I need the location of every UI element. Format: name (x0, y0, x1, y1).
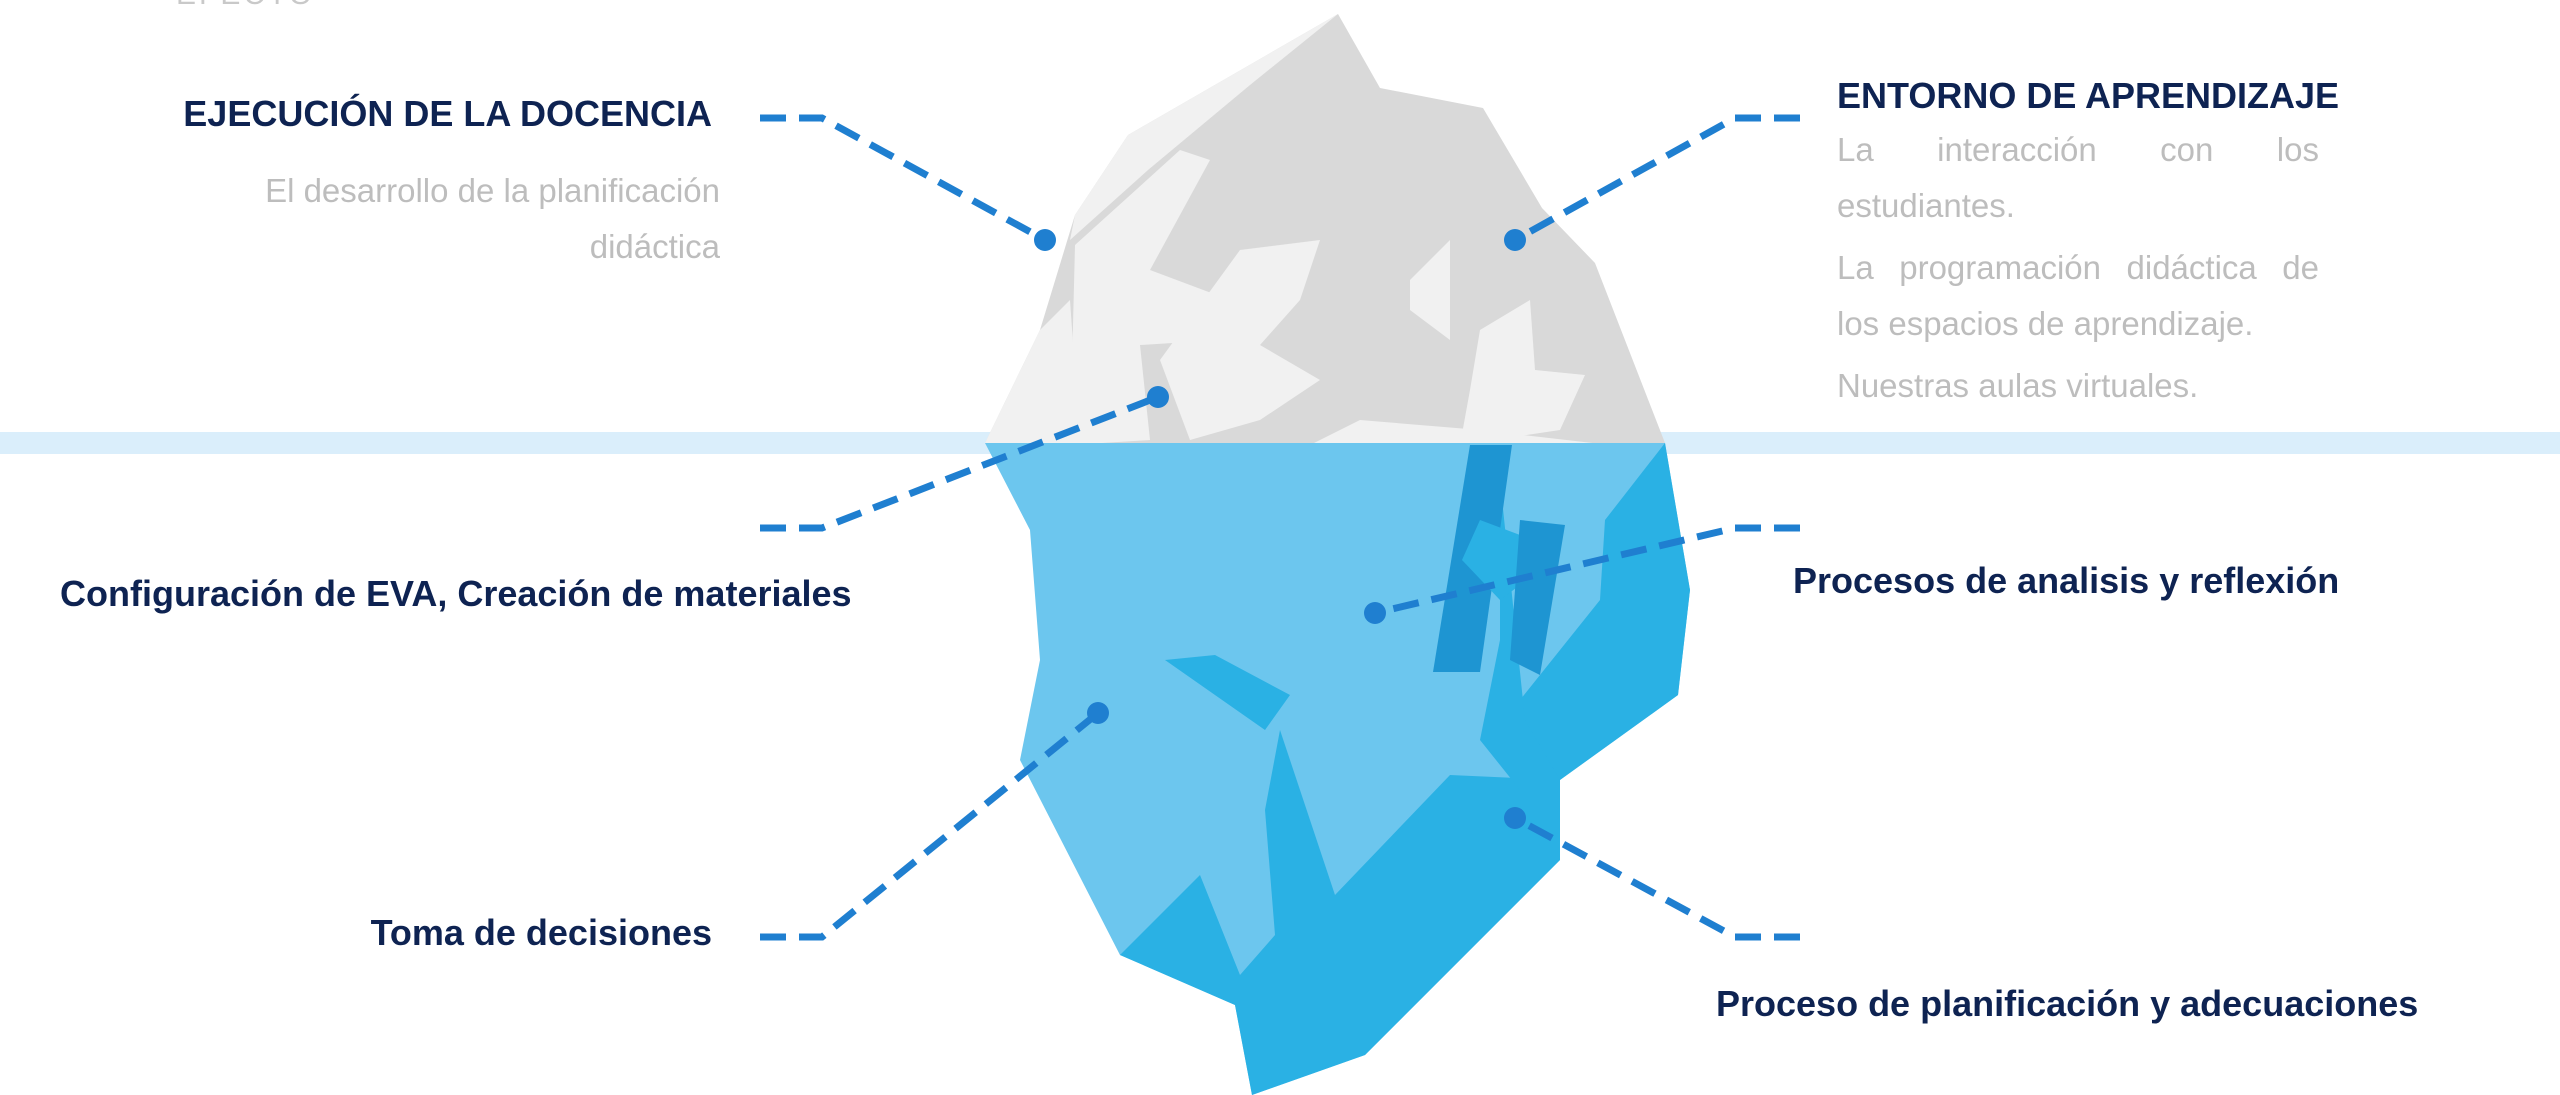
connector-configuracion (760, 393, 1160, 532)
connector-toma (760, 710, 1101, 941)
connector-entorno (1513, 114, 1800, 244)
desc-entorno-item-1: La interacción con los estudiantes. (1837, 131, 2319, 224)
connector-analisis (1374, 524, 1800, 617)
iceberg-above-facet (1410, 240, 1450, 340)
desc-ejecucion-line-2: didáctica (589, 228, 720, 265)
label-proceso-planificacion: Proceso de planificación y adecuaciones (1716, 983, 2419, 1024)
desc-ejecucion: El desarrollo de la planificación didáct… (265, 163, 720, 275)
connector-ejecucion (760, 114, 1047, 244)
iceberg-above-facet (1070, 150, 1280, 445)
connectors (760, 114, 1800, 941)
dot-analisis (1364, 602, 1386, 624)
label-ejecucion-docencia: EJECUCIÓN DE LA DOCENCIA (183, 93, 712, 134)
iceberg-below-facet (1120, 730, 1560, 1095)
iceberg-above-facet (1160, 240, 1320, 440)
iceberg-below-facet (1510, 520, 1565, 675)
desc-entorno: La interacción con los estudiantes. La p… (1837, 122, 2319, 414)
label-toma-decisiones: Toma de decisiones (370, 912, 712, 953)
dot-toma (1087, 702, 1109, 724)
label-procesos-analisis: Procesos de analisis y reflexión (1793, 560, 2340, 601)
label-configuracion-eva: Configuración de EVA, Creación de materi… (60, 573, 852, 614)
dot-planificacion (1504, 807, 1526, 829)
connector-dots (1034, 229, 1526, 829)
iceberg-above-facet (985, 300, 1080, 445)
label-entorno-aprendizaje: ENTORNO DE APRENDIZAJE (1837, 75, 2340, 116)
dot-ejecucion (1034, 229, 1056, 251)
iceberg-below-facet (1165, 655, 1290, 730)
dot-configuracion (1147, 386, 1169, 408)
desc-ejecucion-line-1: El desarrollo de la planificación (265, 172, 720, 209)
connector-planificacion (1513, 814, 1800, 941)
desc-entorno-item-3: Nuestras aulas virtuales. (1837, 367, 2199, 404)
iceberg-below-facet (1520, 443, 1690, 780)
iceberg-above-facet (1460, 300, 1585, 445)
header-fragment: EFECTO (176, 0, 315, 12)
desc-entorno-item-2: La programación didáctica de los espacio… (1837, 249, 2319, 342)
dot-entorno (1504, 229, 1526, 251)
